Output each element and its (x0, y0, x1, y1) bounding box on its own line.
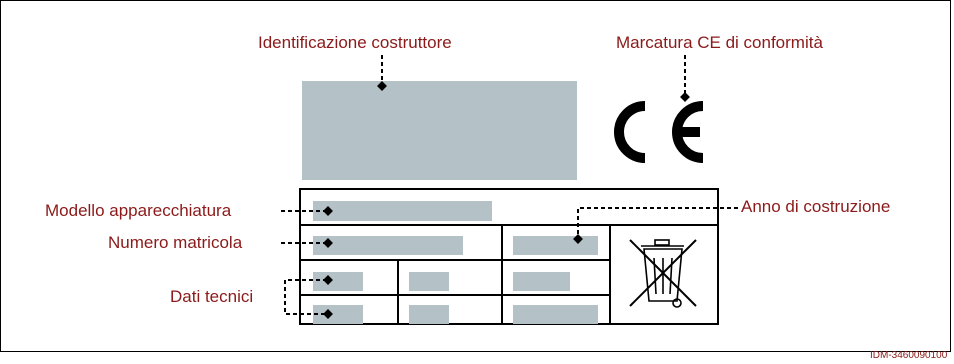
leader-line-year (577, 207, 738, 239)
crossed-out-wheeled-bin-icon (629, 239, 697, 308)
manufacturer-id-label: Identificazione costruttore (258, 33, 452, 52)
technical-data-field (513, 272, 570, 291)
leader-line-technical-data (284, 279, 327, 315)
technical-data-field (513, 305, 598, 324)
leader-dot (323, 206, 333, 216)
leader-dot (680, 92, 690, 102)
leader-dot (573, 234, 583, 244)
technical-data-label: Dati tecnici (170, 287, 254, 306)
year-of-construction-label: Anno di costruzione (741, 197, 891, 216)
serial-number-field (313, 236, 463, 255)
document-code: IDM-3460090100 (870, 350, 948, 361)
year-field (513, 236, 598, 255)
leader-dot (323, 275, 333, 285)
model-label: Modello apparecchiatura (45, 201, 232, 220)
ce-marking-label: Marcatura CE di conformità (616, 33, 823, 52)
nameplate-table (299, 188, 719, 325)
serial-number-label: Numero matricola (108, 233, 243, 252)
leader-dot (323, 238, 333, 248)
manufacturer-id-area (302, 81, 577, 180)
ce-mark-icon (614, 101, 704, 163)
model-field (313, 201, 492, 221)
leader-dot (323, 309, 333, 319)
technical-data-field (313, 305, 363, 324)
technical-data-field (409, 305, 449, 324)
technical-data-field (409, 272, 449, 291)
diagram-frame (0, 0, 951, 352)
technical-data-field (313, 272, 363, 291)
